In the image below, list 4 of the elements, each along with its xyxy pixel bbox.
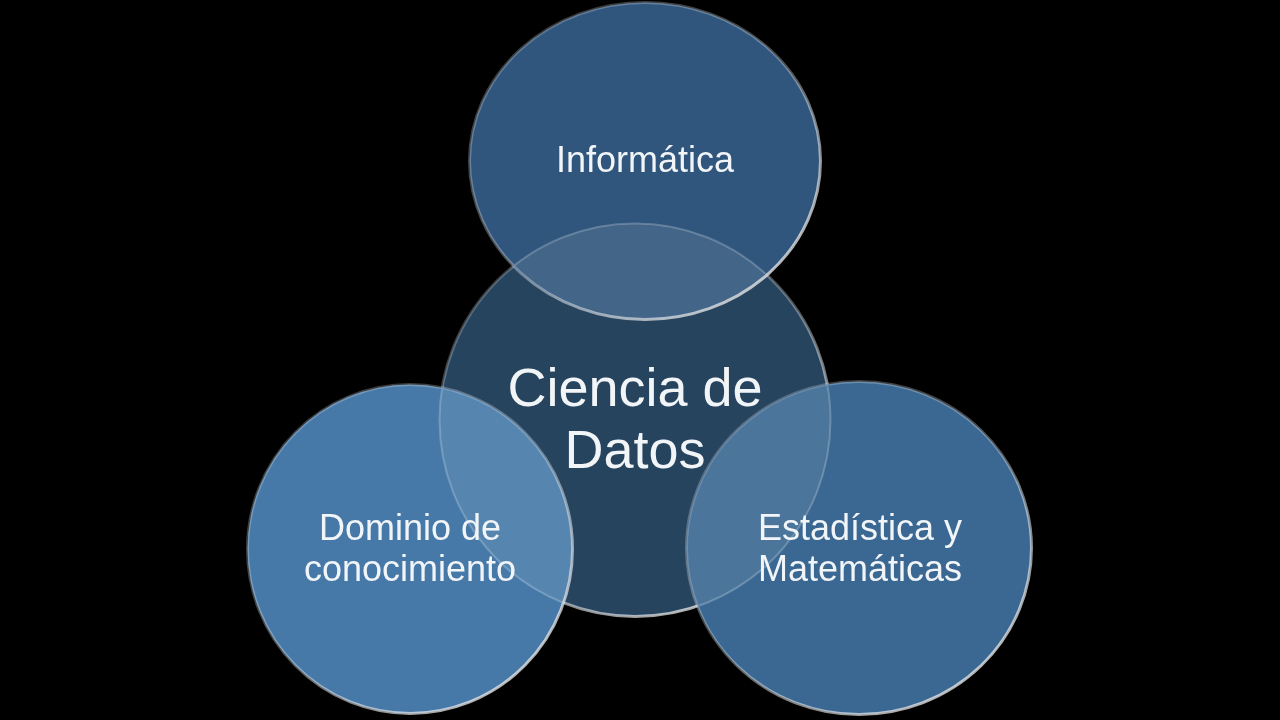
circle-label: Informática [555, 139, 735, 181]
circle-label: Ciencia de Datos [506, 355, 764, 481]
circle-label: Dominio de conocimiento [302, 506, 518, 590]
circle-label: Estadística y Matemáticas [756, 506, 964, 590]
